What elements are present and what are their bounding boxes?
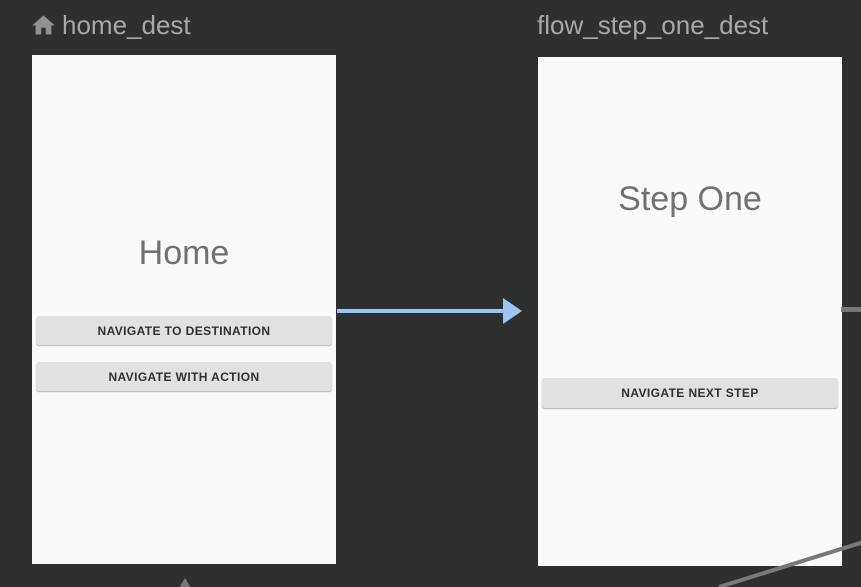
preview-button-navigate-with-action: NAVIGATE WITH ACTION [36, 362, 332, 391]
preview-button-navigate-next-step: NAVIGATE NEXT STEP [542, 378, 838, 408]
action-arrow-head-icon [503, 298, 522, 324]
destination-header-home-dest[interactable]: home_dest [30, 10, 191, 40]
destination-label: home_dest [62, 10, 191, 40]
action-line-offscreen-right[interactable] [841, 307, 861, 312]
destination-card-flow-step-one-dest[interactable]: Step One NAVIGATE NEXT STEP [538, 57, 842, 566]
preview-button-navigate-to-destination: NAVIGATE TO DESTINATION [36, 316, 332, 345]
action-arrow-shaft [337, 309, 504, 313]
destination-label: flow_step_one_dest [537, 10, 769, 40]
home-icon [30, 12, 57, 39]
action-arrowhead-up-icon[interactable] [179, 578, 191, 587]
destination-card-home-dest[interactable]: Home NAVIGATE TO DESTINATION NAVIGATE WI… [32, 55, 336, 564]
action-arrow-home-to-step-one[interactable] [337, 296, 523, 326]
destination-header-flow-step-one-dest[interactable]: flow_step_one_dest [537, 10, 768, 40]
screen-title: Home [138, 234, 230, 272]
screen-title: Step One [618, 180, 762, 218]
